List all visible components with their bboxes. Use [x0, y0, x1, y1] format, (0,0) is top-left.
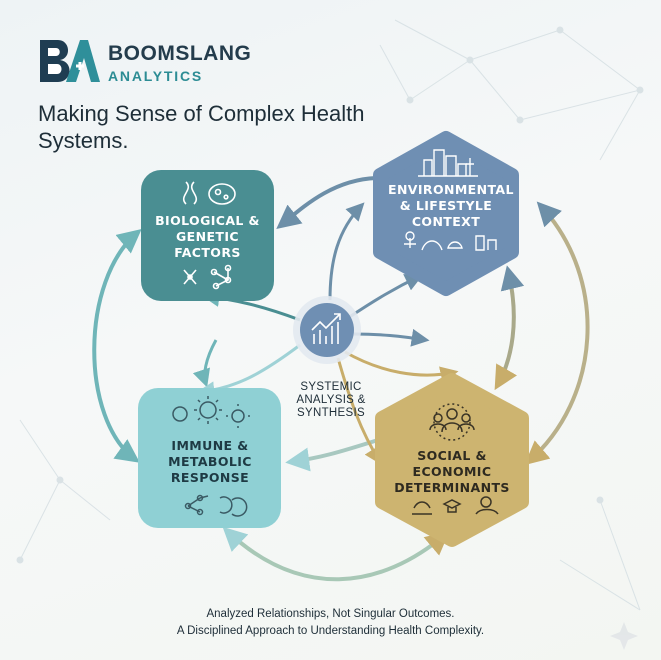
cell-icon: [208, 183, 236, 205]
node-immune[interactable]: [138, 388, 281, 528]
node-environmental[interactable]: [373, 131, 519, 296]
virus-icon: [172, 396, 250, 428]
footer-line-1: Analyzed Relationships, Not Singular Out…: [206, 608, 455, 620]
node-biological-label: BIOLOGICAL & GENETIC FACTORS: [155, 213, 260, 260]
support-icons: [412, 496, 499, 515]
chromosome-icon: [183, 269, 197, 285]
node-biological[interactable]: [141, 170, 274, 301]
city-skyline-icon: [418, 149, 478, 177]
footer-line-2: A Disciplined Approach to Understanding …: [176, 625, 485, 637]
headline: Making Sense of Complex Health Systems.: [38, 101, 365, 153]
background-network: [16, 19, 644, 650]
dna-icon: [182, 181, 198, 205]
brand-subtitle: ANALYTICS: [108, 68, 204, 84]
node-social[interactable]: [375, 373, 529, 547]
arrow-biological-to-immune-outer: [92, 228, 142, 463]
node-environmental-label: ENVIRONMENTAL & LIFESTYLE CONTEXT: [388, 182, 514, 229]
brand-logo: [40, 40, 100, 82]
trend-chart-icon: [311, 313, 341, 344]
node-center[interactable]: [293, 296, 361, 364]
node-immune-label: IMMUNE & METABOLIC RESPONSE: [168, 438, 252, 485]
arrow-social-to-immune-mid: [285, 438, 379, 472]
arrow-environmental-to-social-inner: [494, 265, 525, 391]
arrow-environmental-to-social-outer: [524, 201, 590, 466]
molecule-icon: [210, 264, 232, 290]
arrow-biological-to-immune-inner: [192, 339, 218, 388]
node-social-label: SOCIAL & ECONOMIC DETERMINANTS: [394, 448, 510, 495]
center-label: SYSTEMIC ANALYSIS & SYNTHESIS: [296, 381, 366, 419]
arrow-environmental-to-biological-top: [276, 176, 377, 229]
metabolism-icons: [184, 494, 248, 517]
lifestyle-icons: [404, 231, 497, 251]
arrow-immune-to-social-bottom: [222, 526, 450, 582]
brand-name: BOOMSLANG: [108, 42, 252, 65]
people-group-icon: [429, 403, 475, 441]
